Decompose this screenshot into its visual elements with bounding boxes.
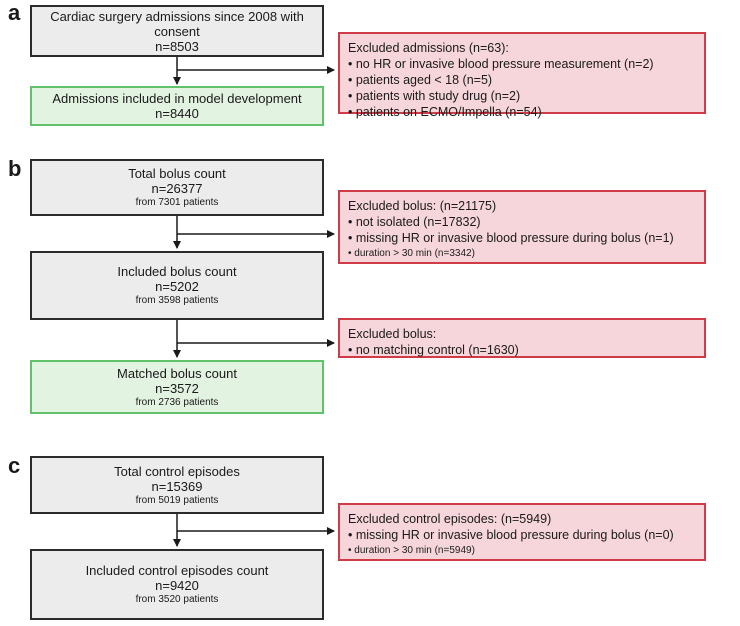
- excluded-no-match-title: Excluded bolus:: [348, 327, 437, 341]
- excluded-admissions-item: • patients aged < 18 (n=5): [348, 73, 493, 87]
- admissions-box: Cardiac surgery admissions since 2008 wi…: [30, 5, 324, 57]
- admissions-count: n=8503: [155, 38, 199, 54]
- excluded-no-match-item: • no matching control (n=1630): [348, 343, 519, 357]
- matched-bolus-count: n=3572: [155, 380, 199, 396]
- excluded-control-item: • missing HR or invasive blood pressure …: [348, 528, 674, 542]
- panel-label-b: b: [8, 156, 22, 181]
- included-bolus-label: Included bolus count: [117, 264, 237, 279]
- included-bolus-patients: from 3598 patients: [135, 295, 219, 306]
- included-admissions-label: Admissions included in model development: [52, 91, 302, 106]
- included-control-box: Included control episodes count n=9420 f…: [30, 549, 324, 620]
- excluded-control-item: • duration > 30 min (n=5949): [348, 545, 475, 556]
- excluded-control-box: Excluded control episodes: (n=5949) • mi…: [338, 503, 706, 561]
- matched-bolus-label: Matched bolus count: [117, 365, 237, 381]
- total-bolus-box: Total bolus count n=26377 from 7301 pati…: [30, 159, 324, 216]
- total-bolus-label: Total bolus count: [128, 166, 226, 181]
- panel-label-c: c: [8, 453, 21, 478]
- excluded-admissions-item: • patients with study drug (n=2): [348, 89, 521, 103]
- included-control-count: n=9420: [155, 578, 199, 593]
- excluded-no-match-box: Excluded bolus: • no matching control (n…: [338, 318, 706, 358]
- included-admissions-box: Admissions included in model development…: [30, 86, 324, 126]
- total-control-label: Total control episodes: [114, 463, 240, 479]
- included-control-label: Included control episodes count: [85, 563, 269, 578]
- excluded-bolus-item: • not isolated (n=17832): [348, 215, 481, 229]
- excluded-control-title: Excluded control episodes: (n=5949): [348, 512, 552, 526]
- total-bolus-count: n=26377: [151, 181, 203, 196]
- total-control-count: n=15369: [151, 478, 203, 494]
- matched-bolus-box: Matched bolus count n=3572 from 2736 pat…: [30, 360, 324, 414]
- panel-label-a: a: [8, 0, 21, 25]
- excluded-bolus-item: • duration > 30 min (n=3342): [348, 248, 475, 259]
- total-bolus-patients: from 7301 patients: [135, 197, 219, 208]
- included-admissions-count: n=8440: [155, 106, 199, 121]
- matched-bolus-patients: from 2736 patients: [135, 396, 219, 408]
- admissions-line2: consent: [154, 23, 200, 39]
- excluded-bolus-box: Excluded bolus: (n=21175) • not isolated…: [338, 190, 706, 264]
- excluded-admissions-item: • no HR or invasive blood pressure measu…: [348, 57, 654, 71]
- excluded-bolus-title: Excluded bolus: (n=21175): [348, 199, 497, 213]
- admissions-line1: Cardiac surgery admissions since 2008 wi…: [50, 8, 304, 24]
- excluded-admissions-item: • patients on ECMO/Impella (n=54): [348, 105, 542, 119]
- total-control-box: Total control episodes n=15369 from 5019…: [30, 456, 324, 514]
- excluded-admissions-box: Excluded admissions (n=63): • no HR or i…: [338, 32, 706, 119]
- total-control-patients: from 5019 patients: [135, 494, 219, 506]
- included-bolus-count: n=5202: [155, 279, 199, 294]
- excluded-bolus-item: • missing HR or invasive blood pressure …: [348, 231, 674, 245]
- excluded-admissions-title: Excluded admissions (n=63):: [348, 41, 509, 55]
- included-bolus-box: Included bolus count n=5202 from 3598 pa…: [30, 251, 324, 320]
- included-control-patients: from 3520 patients: [135, 594, 219, 605]
